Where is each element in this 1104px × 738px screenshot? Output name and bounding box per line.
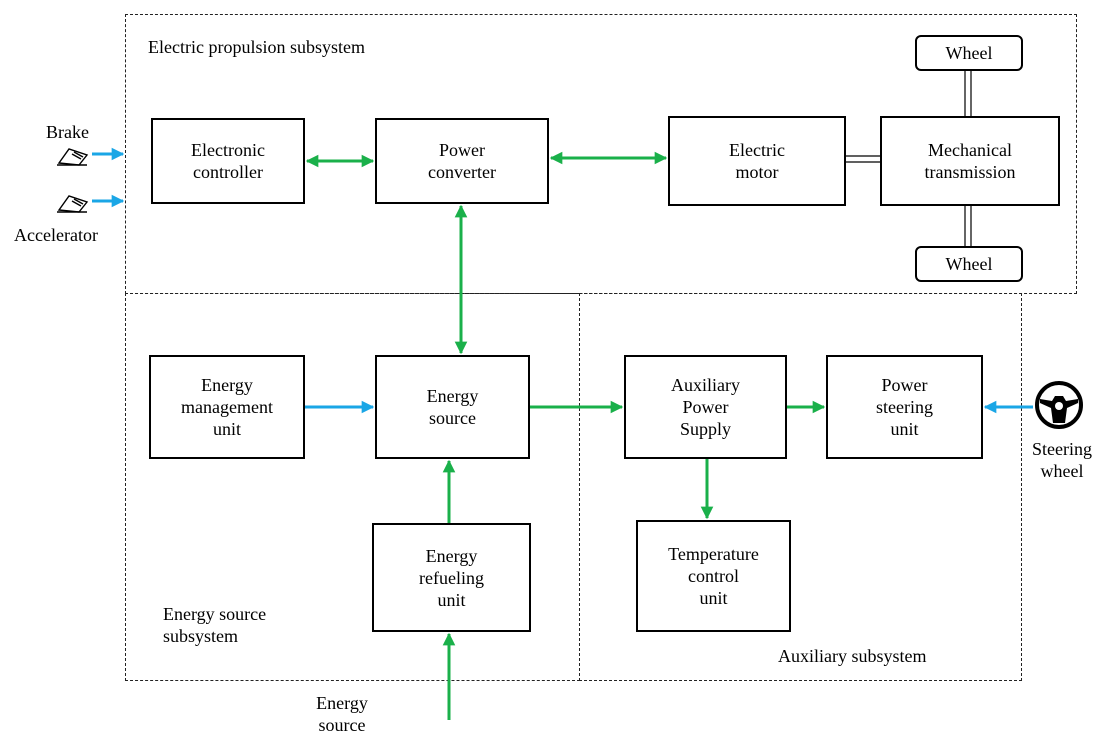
accelerator-label: Accelerator <box>14 225 98 245</box>
pedal-icon <box>57 195 89 213</box>
steering-wheel-icon <box>1035 381 1083 429</box>
temperature-control-unit-block: Temperature control unit <box>636 520 791 632</box>
motor-transmission-shaft <box>846 155 880 163</box>
auxiliary-subsystem-region <box>579 293 1022 681</box>
wheel-bottom-block: Wheel <box>915 246 1023 282</box>
energy-management-unit-block: Energy management unit <box>149 355 305 459</box>
electric-motor-block: Electric motor <box>668 116 846 206</box>
power-steering-unit-block: Power steering unit <box>826 355 983 459</box>
auxiliary-power-supply-block: Auxiliary Power Supply <box>624 355 787 459</box>
wheel-top-block: Wheel <box>915 35 1023 71</box>
steering-wheel-label: Steering wheel <box>1032 439 1092 481</box>
pedal-icon <box>57 148 89 166</box>
energy-source-input-label: Energy source <box>316 693 368 735</box>
auxiliary-subsystem-label: Auxiliary subsystem <box>778 646 927 666</box>
energy-source-block: Energy source <box>375 355 530 459</box>
brake-label: Brake <box>46 122 89 142</box>
energy-source-subsystem-label: Energy source subsystem <box>163 604 267 646</box>
energy-refueling-unit-block: Energy refueling unit <box>372 523 531 632</box>
power-converter-block: Power converter <box>375 118 549 204</box>
wheel-bottom-shaft <box>964 206 972 246</box>
mechanical-transmission-block: Mechanical transmission <box>880 116 1060 206</box>
electronic-controller-block: Electronic controller <box>151 118 305 204</box>
propulsion-subsystem-label: Electric propulsion subsystem <box>148 37 365 57</box>
wheel-top-shaft <box>964 71 972 116</box>
